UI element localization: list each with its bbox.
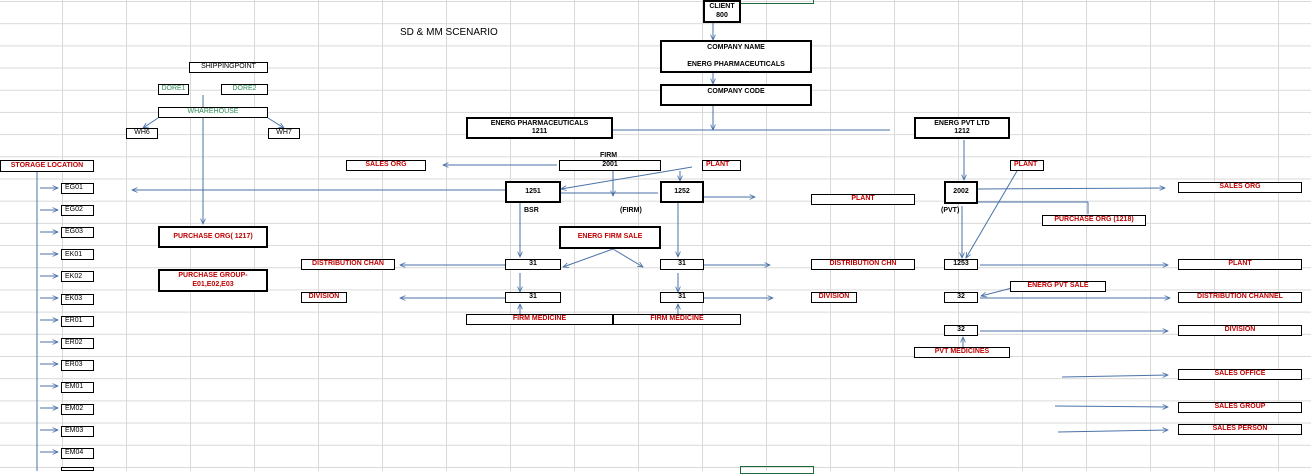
firm-medicine-box-1[interactable]: FIRM MEDICINE bbox=[466, 314, 613, 325]
firm-paren-label: (FIRM) bbox=[620, 207, 642, 214]
storage-location-item[interactable]: EK02 bbox=[61, 271, 94, 283]
company-code-pharma-name: ENERG PHARMACEUTICALS bbox=[490, 119, 589, 127]
plant-1252-box[interactable]: 1252 bbox=[660, 181, 704, 203]
distribution-chan-box[interactable]: DISTRIBUTION CHAN bbox=[301, 259, 395, 270]
storage-location-item[interactable]: EG02 bbox=[61, 205, 94, 217]
sales-office-box[interactable]: SALES OFFICE bbox=[1178, 369, 1302, 380]
storage-location-item[interactable]: EM01 bbox=[61, 381, 94, 393]
purchase-org-1218-box[interactable]: PURCHASE ORG (1218) bbox=[1042, 215, 1146, 226]
storage-location-item[interactable]: EM02 bbox=[61, 404, 94, 415]
storage-location-item[interactable]: EM03 bbox=[61, 426, 94, 438]
company-name-label: COMPANY NAME bbox=[707, 44, 765, 51]
storage-location-item[interactable]: EG03 bbox=[61, 227, 94, 239]
div-code-31-bsr[interactable]: 31 bbox=[505, 292, 561, 303]
division-box-right[interactable]: DIVISION bbox=[1178, 325, 1302, 336]
energ-firm-sale-box[interactable]: ENERG FIRM SALE bbox=[559, 226, 661, 249]
firm-medicine-box-2[interactable]: FIRM MEDICINE bbox=[613, 314, 741, 325]
storage-location-item[interactable]: ER02 bbox=[61, 337, 94, 349]
firm-code-box[interactable]: 2001 bbox=[559, 160, 661, 171]
purchase-group-box[interactable]: PURCHASE GROUP- E01,E02,E03 bbox=[158, 269, 268, 292]
sales-org-box-right[interactable]: SALES ORG bbox=[1178, 182, 1302, 193]
company-code-pharma-box[interactable]: ENERG PHARMACEUTICALS 1211 bbox=[466, 117, 613, 139]
storage-location-item[interactable]: EM04 bbox=[61, 448, 94, 460]
storage-location-item-partial[interactable] bbox=[61, 467, 94, 471]
company-name-box[interactable]: COMPANY NAME ENERG PHARMACEUTICALS bbox=[660, 40, 812, 73]
diagram-title: SD & MM SCENARIO bbox=[400, 27, 498, 38]
plant-box-firm[interactable]: PLANT bbox=[702, 160, 741, 171]
sales-person-box[interactable]: SALES PERSON bbox=[1178, 424, 1302, 435]
energ-pvt-sale-box[interactable]: ENERG PVT SALE bbox=[1010, 281, 1106, 292]
company-name-value: ENERG PHARMACEUTICALS bbox=[687, 60, 785, 68]
plant-box-middle[interactable]: PLANT bbox=[811, 194, 915, 205]
dore2-box[interactable]: DORE2 bbox=[221, 84, 268, 95]
storage-location-item[interactable]: EG01 bbox=[61, 183, 94, 194]
wh7-box[interactable]: WH7 bbox=[268, 128, 300, 139]
client-box[interactable]: CLIENT 800 bbox=[703, 0, 741, 23]
storage-location-box[interactable]: STORAGE LOCATION bbox=[0, 160, 94, 172]
company-code-pharma-code: 1211 bbox=[531, 128, 548, 135]
pvt-medicines-box[interactable]: PVT MEDICINES bbox=[914, 347, 1010, 358]
client-value: 800 bbox=[716, 11, 728, 19]
distribution-channel-box[interactable]: DISTRIBUTION CHANNEL bbox=[1178, 292, 1302, 303]
bsr-label: BSR bbox=[524, 207, 539, 214]
division-box-middle[interactable]: DIVISION bbox=[811, 292, 857, 303]
sales-org-box-left[interactable]: SALES ORG bbox=[346, 160, 426, 171]
shipping-point-box[interactable]: SHIPPINGPOINT bbox=[189, 62, 268, 73]
div-code-32-pvt[interactable]: 32 bbox=[944, 292, 978, 303]
purchase-group-line2: E01,E02,E03 bbox=[192, 280, 234, 288]
division-box-left[interactable]: DIVISION bbox=[301, 292, 347, 303]
distribution-chn-box[interactable]: DISTRIBUTION CHN bbox=[811, 259, 915, 270]
dore1-box[interactable]: DORE1 bbox=[158, 84, 189, 95]
dist-code-31-firm[interactable]: 31 bbox=[660, 259, 704, 270]
purchase-org-1217-box[interactable]: PURCHASE ORG( 1217) bbox=[158, 226, 268, 248]
plant-2002-box[interactable]: 2002 bbox=[944, 181, 978, 204]
company-code-box[interactable]: COMPANY CODE bbox=[660, 84, 812, 106]
wh6-box[interactable]: WH6 bbox=[126, 128, 158, 139]
pvt-paren-label: (PVT) bbox=[941, 207, 960, 214]
company-code-pvt-name: ENERG PVT LTD bbox=[934, 119, 990, 127]
storage-location-item[interactable]: EK03 bbox=[61, 293, 94, 305]
sales-group-box[interactable]: SALES GROUP bbox=[1178, 402, 1302, 413]
firm-code: 2001 bbox=[602, 161, 618, 169]
company-code-pvt-box[interactable]: ENERG PVT LTD 1212 bbox=[914, 117, 1010, 139]
client-label: CLIENT bbox=[709, 3, 735, 11]
storage-location-item[interactable]: ER03 bbox=[61, 359, 94, 371]
plant-box-right[interactable]: PLANT bbox=[1178, 259, 1302, 270]
div-code-31-firm[interactable]: 31 bbox=[660, 292, 704, 303]
storage-location-item[interactable]: EK01 bbox=[61, 249, 94, 261]
purchase-group-line1: PURCHASE GROUP- bbox=[178, 272, 248, 280]
storage-location-item[interactable]: ER01 bbox=[61, 315, 94, 327]
warehouse-box[interactable]: WHAREHOUSE bbox=[158, 107, 268, 118]
plant-box-pvt[interactable]: PLANT bbox=[1010, 160, 1044, 171]
company-code-label: COMPANY CODE bbox=[707, 88, 765, 95]
dist-code-31-bsr[interactable]: 31 bbox=[505, 259, 561, 270]
firm-label: FIRM bbox=[600, 152, 618, 159]
company-code-pvt-code: 1212 bbox=[954, 128, 970, 135]
plant-1253-box[interactable]: 1253 bbox=[944, 259, 978, 270]
plant-1251-box[interactable]: 1251 bbox=[505, 181, 561, 203]
code-32-lower[interactable]: 32 bbox=[944, 325, 978, 336]
